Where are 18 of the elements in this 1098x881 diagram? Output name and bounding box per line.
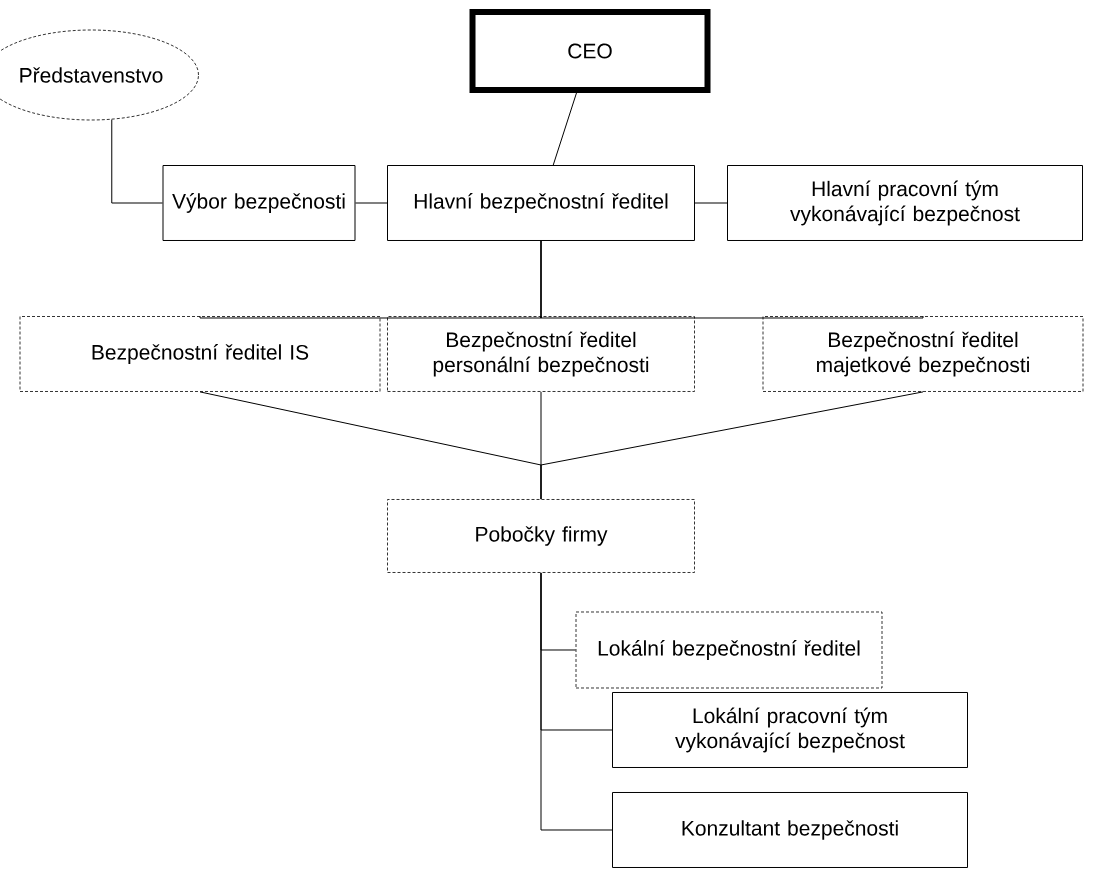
org-box: Konzultant bezpečnosti [612, 792, 968, 868]
org-box: Bezpečnostní ředitel IS [19, 316, 381, 392]
connector-line [355, 202, 388, 204]
org-box: Bezpečnostní ředitel majetkové bezpečnosti [762, 316, 1084, 392]
connector-line [694, 202, 728, 204]
connector-line [540, 391, 924, 500]
org-box: Výbor bezpečnosti [162, 165, 356, 241]
ceo-box: CEO [469, 9, 711, 93]
org-box: Pobočky firmy [387, 499, 695, 573]
org-box: Bezpečnostní ředitel personální bezpečnosti [387, 316, 695, 392]
org-box: Lokální pracovní tým vykonávající bezpečnost [612, 692, 968, 768]
connector-line [540, 240, 924, 319]
org-box: Hlavní pracovní tým vykonávající bezpečnost [727, 165, 1083, 241]
connector-line [552, 92, 577, 166]
org-box: Hlavní bezpečnostní ředitel [387, 165, 695, 241]
connector-line [540, 572, 613, 831]
connector-line [111, 119, 163, 204]
org-box: Lokální bezpečnostní ředitel [575, 611, 883, 689]
